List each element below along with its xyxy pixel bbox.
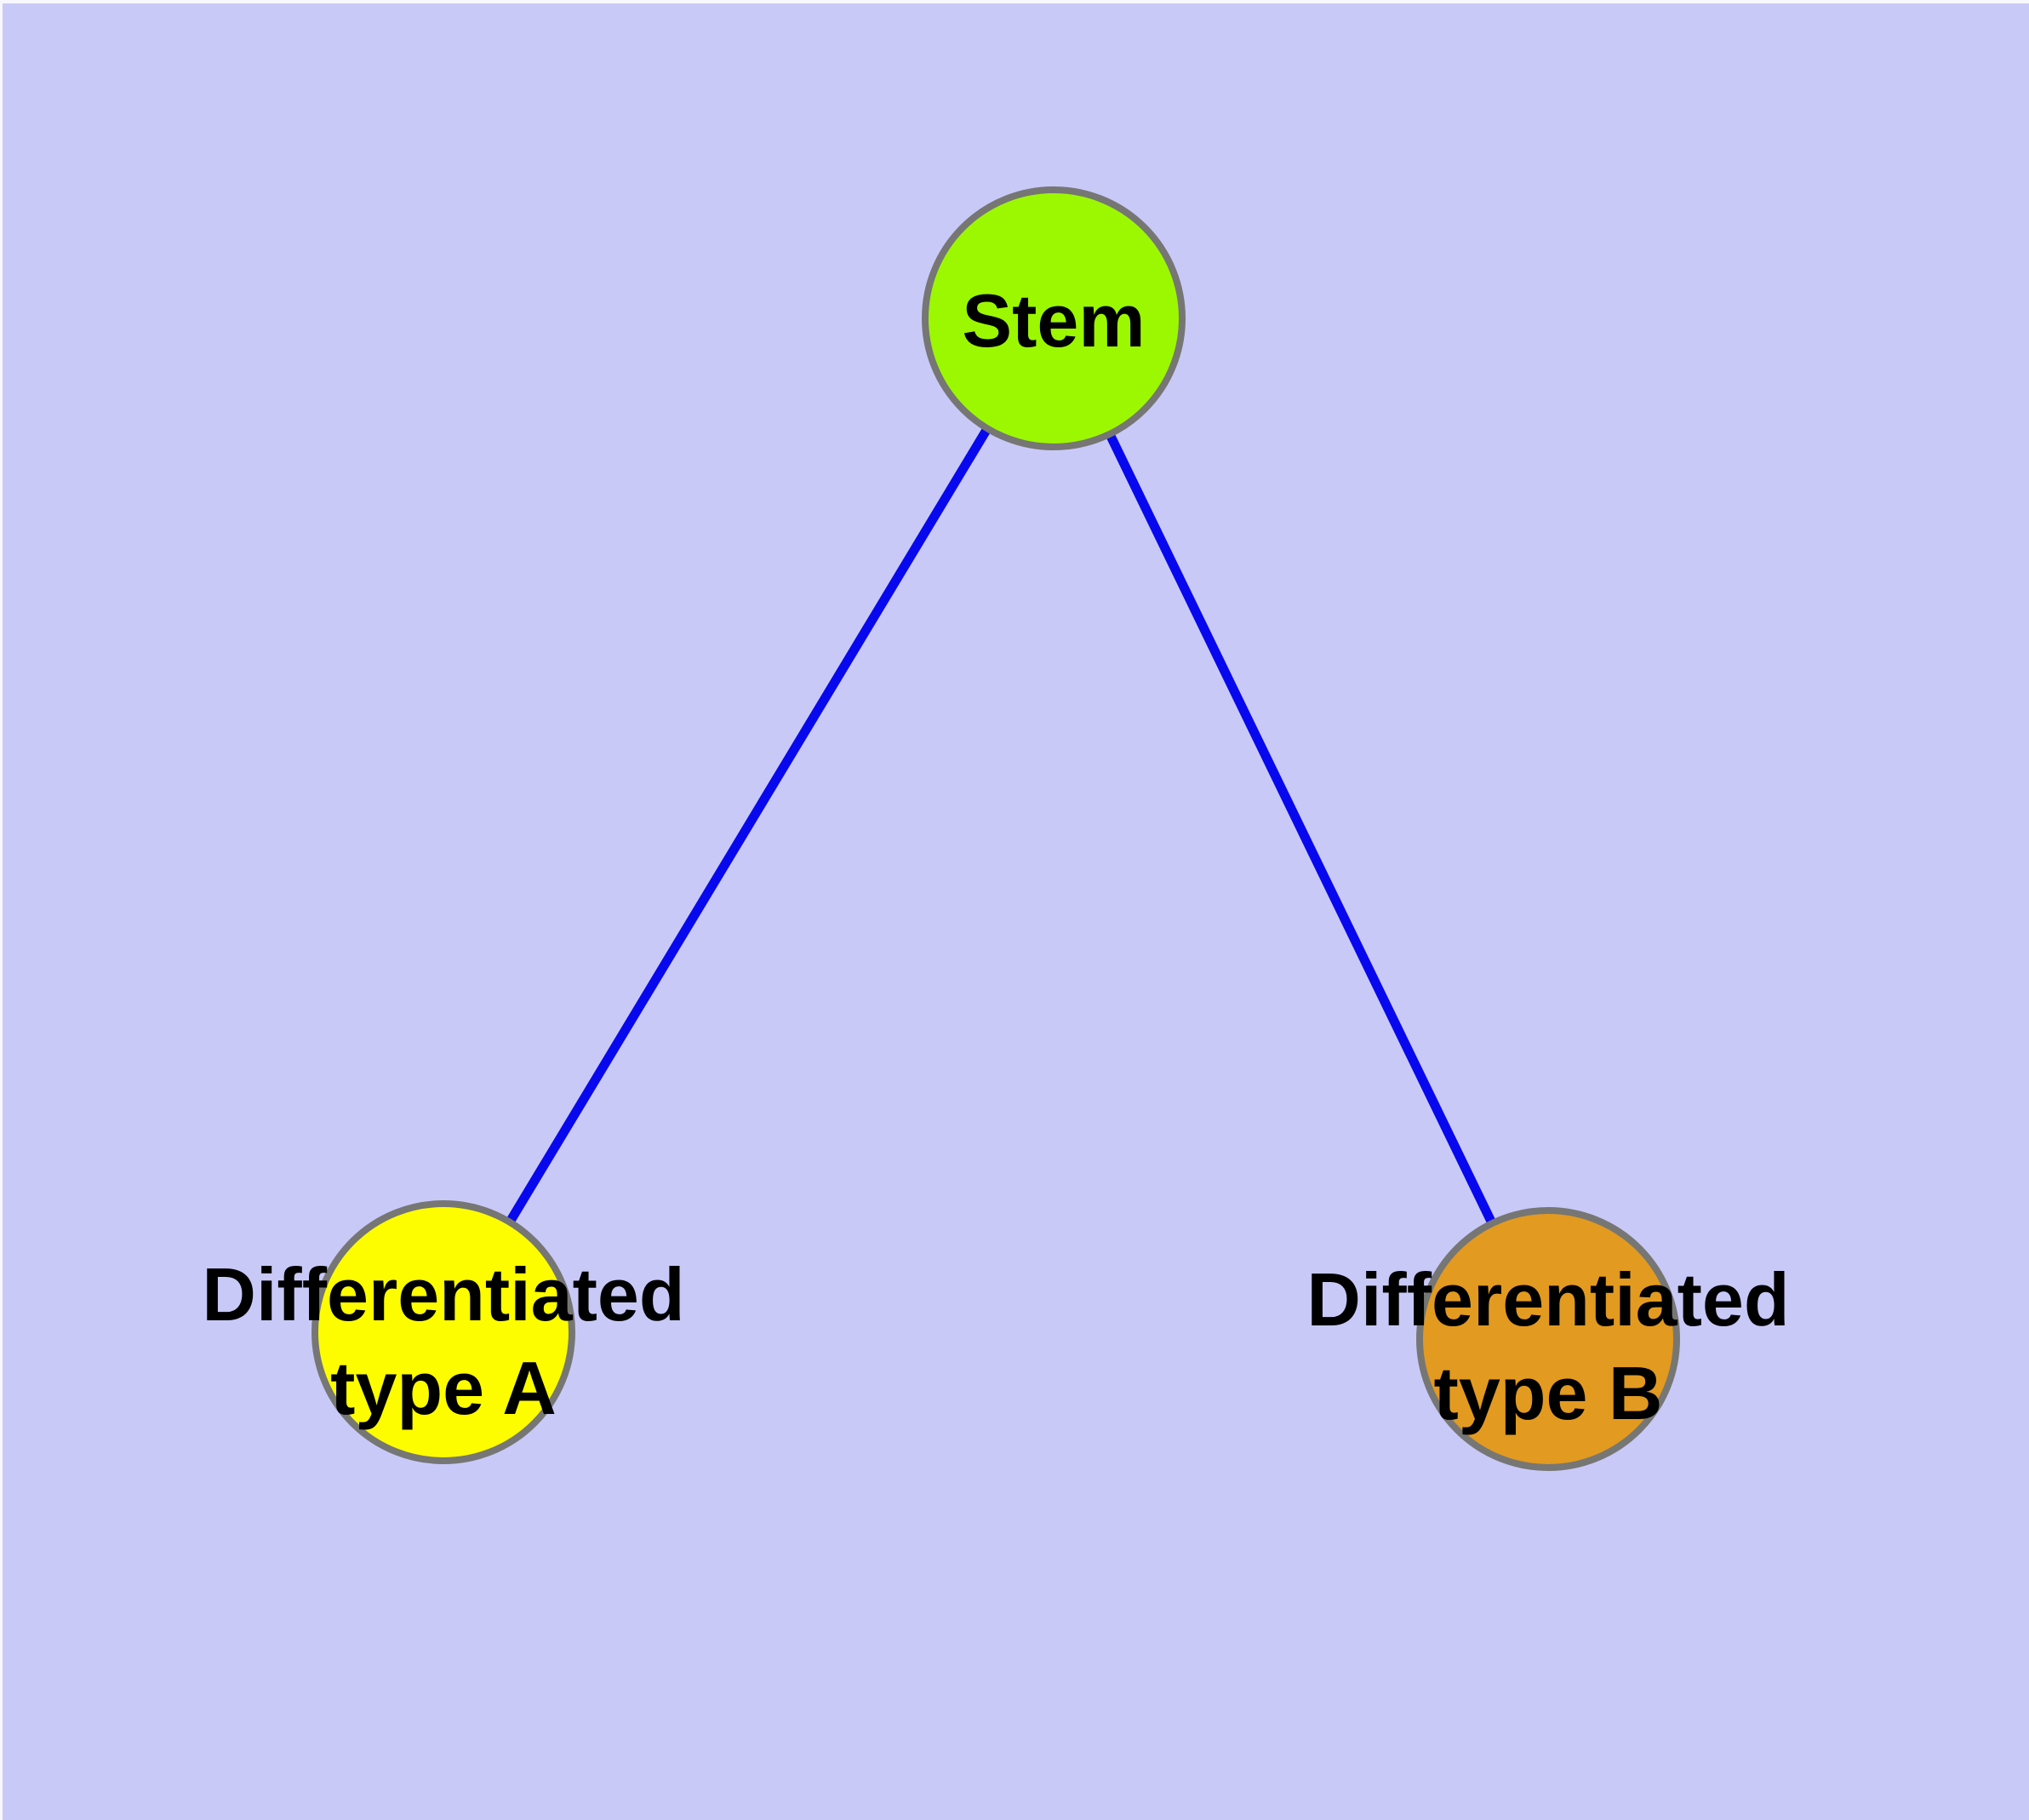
node-stem: Stem — [922, 186, 1186, 450]
node-type-b-circle — [1416, 1207, 1680, 1471]
node-type-b-label-line2: type B — [1434, 1351, 1663, 1435]
edge-stem-to-type-b — [1049, 316, 1552, 1342]
node-type-b: Differentiated type B — [1306, 1207, 1790, 1471]
node-type-b-label-line1: Differentiated — [1306, 1257, 1789, 1342]
node-type-a-label-line1: Differentiated — [202, 1252, 684, 1336]
node-type-a: Differentiated type A — [202, 1200, 685, 1464]
canvas-top-edge — [0, 0, 2029, 3]
node-type-a-circle — [311, 1200, 575, 1464]
canvas-left-edge — [0, 0, 3, 1820]
node-stem-circle — [922, 186, 1186, 450]
edge-group — [439, 316, 1552, 1342]
node-type-a-label-line2: type A — [330, 1346, 557, 1430]
edge-stem-to-type-a — [439, 316, 1058, 1335]
node-stem-label: Stem — [962, 278, 1145, 363]
